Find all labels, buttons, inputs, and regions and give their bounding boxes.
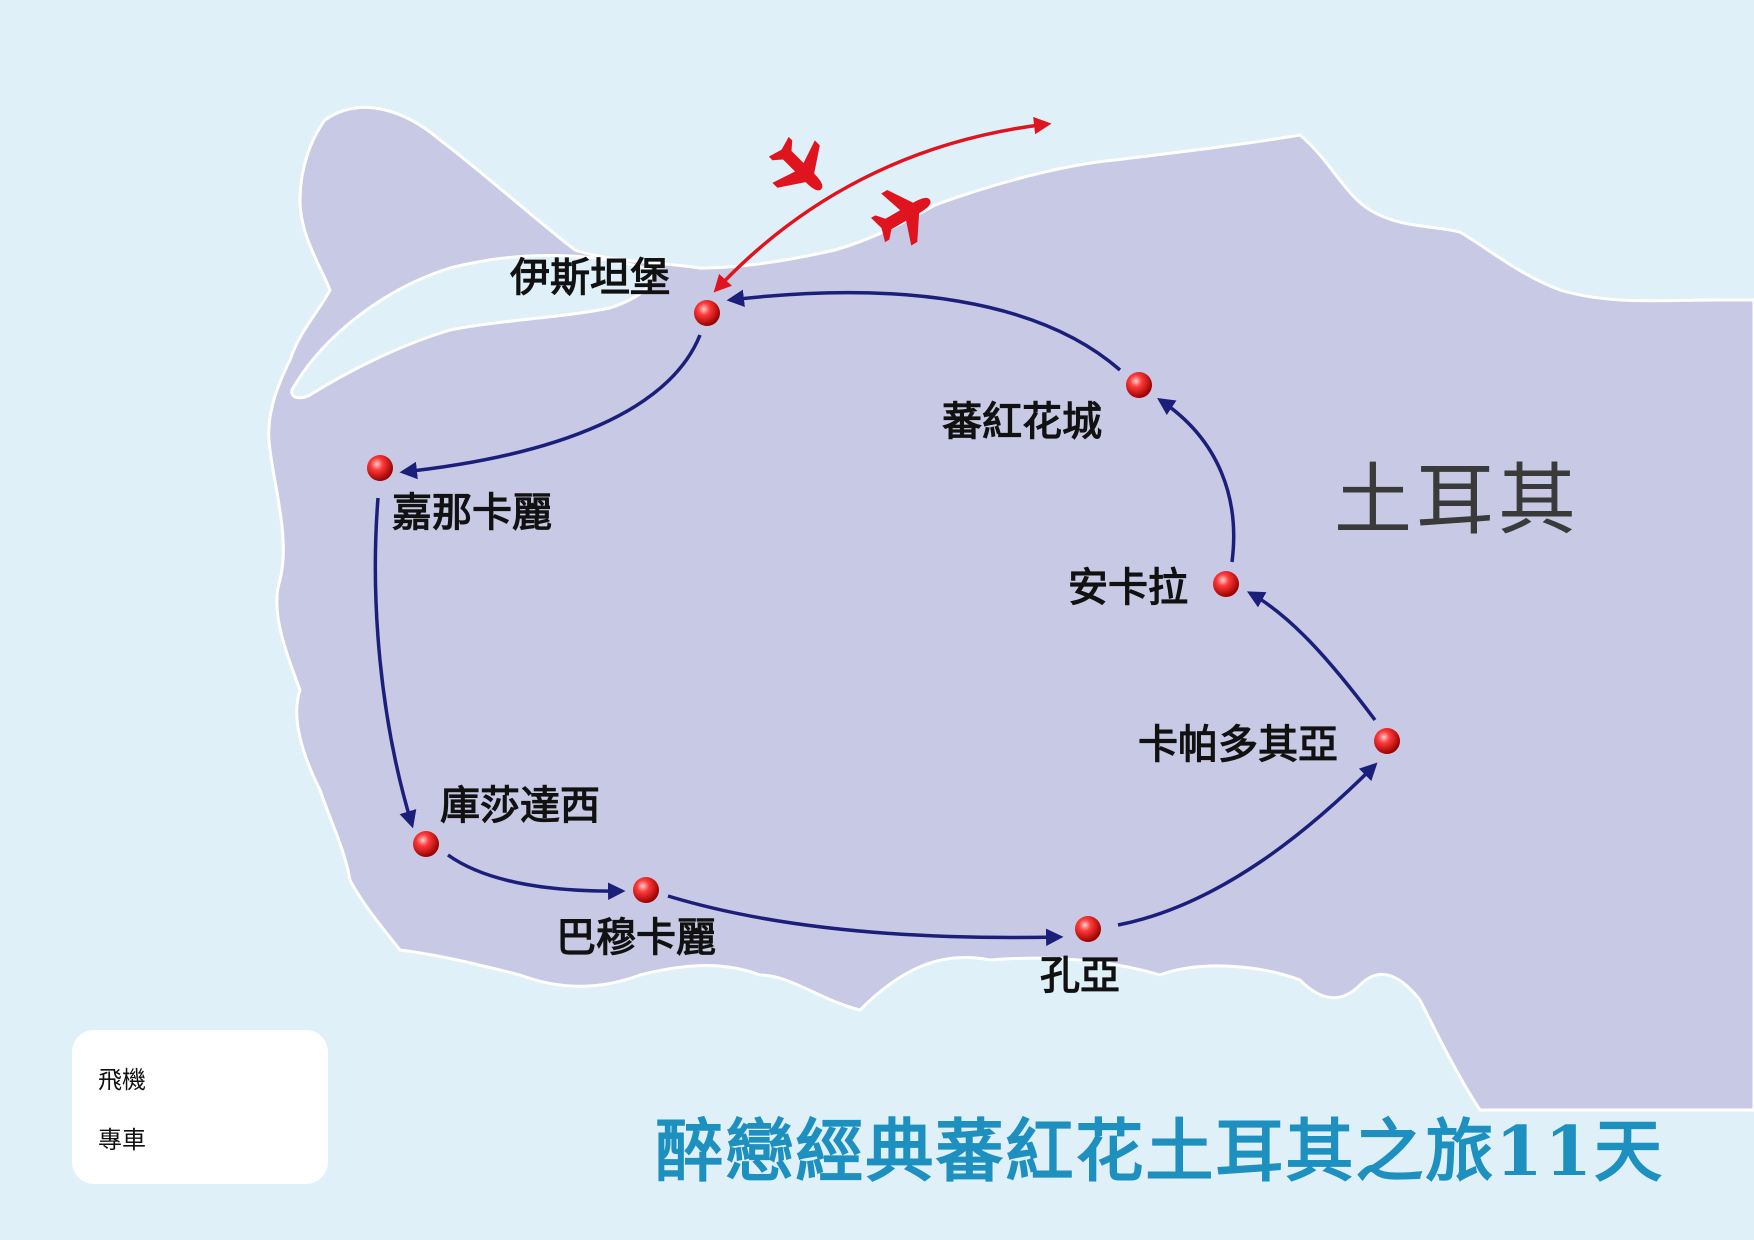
route-pamukkale-konya	[667, 894, 1064, 947]
city-marker-cappadocia	[1374, 728, 1400, 754]
city-marker-canakkale	[367, 455, 393, 481]
legend-row-coach: 專車	[98, 1117, 168, 1157]
city-label-kusadasi: 庫莎達西	[440, 783, 600, 829]
legend-row-flight: 飛機	[98, 1057, 168, 1097]
city-label-canakkale: 嘉那卡麗	[392, 490, 552, 536]
city-marker-safranbolu	[1126, 372, 1152, 398]
airplane-icon	[871, 190, 931, 246]
airplane-icon	[768, 136, 823, 191]
city-markers	[367, 300, 1400, 942]
marmara-sea	[290, 253, 654, 400]
city-label-ankara: 安卡拉	[1068, 565, 1188, 611]
city-label-pamukkale: 巴穆卡麗	[556, 915, 716, 961]
city-label-istanbul: 伊斯坦堡	[510, 255, 670, 301]
legend-flight-label: 飛機	[98, 1065, 146, 1094]
legend: 飛機 專車	[72, 1030, 328, 1184]
city-marker-ankara	[1213, 571, 1239, 597]
route-ankara-safranbolu	[1157, 398, 1236, 563]
city-label-safranbolu: 蕃紅花城	[942, 399, 1102, 445]
city-label-cappadocia: 卡帕多其亞	[1138, 722, 1338, 768]
coach-route	[373, 289, 1378, 947]
route-safranbolu-istanbul	[726, 289, 1122, 372]
city-label-konya: 孔亞	[1040, 953, 1120, 999]
city-marker-konya	[1075, 916, 1101, 942]
tour-title: 醉戀經典蕃紅花土耳其之旅11天	[655, 1112, 1664, 1192]
city-marker-kusadasi	[413, 831, 439, 857]
route-konya-cappadocia	[1117, 762, 1378, 927]
route-cappadocia-ankara	[1246, 591, 1377, 722]
country-label: 土耳其	[1334, 456, 1581, 546]
city-marker-istanbul	[694, 300, 720, 326]
route-canakkale-kusadasi	[373, 497, 417, 829]
route-kusadasi-pamukkale	[446, 853, 626, 900]
city-marker-pamukkale	[633, 877, 659, 903]
legend-coach-label: 專車	[98, 1125, 146, 1154]
flight-route	[713, 116, 1052, 293]
route-istanbul-canakkale	[399, 334, 702, 480]
